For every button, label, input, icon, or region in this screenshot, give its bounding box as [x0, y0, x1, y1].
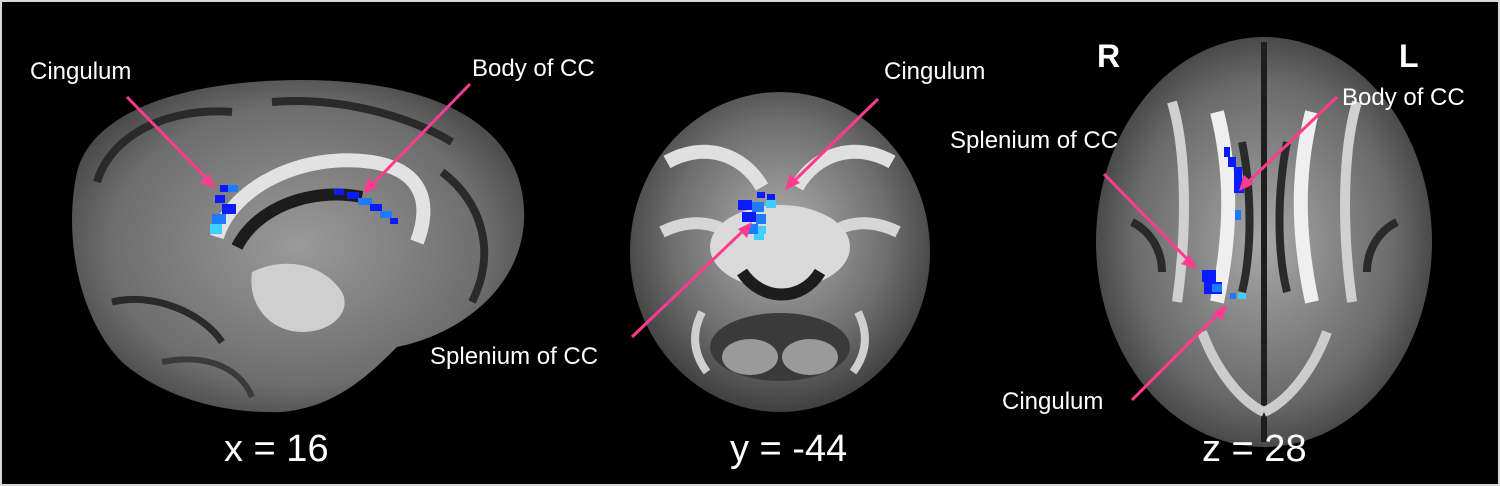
arrow-sagittal-body-cc — [368, 82, 472, 189]
orientation-right-label: R — [1097, 38, 1121, 74]
coordinate-label-coronal: y = -44 — [730, 428, 848, 470]
label-axial-body-cc: Body of CC — [1342, 84, 1465, 111]
arrow-axial-cingulum — [1130, 310, 1222, 402]
arrow-coronal-splenium — [630, 227, 747, 339]
label-axial-splenium: Splenium of CC — [950, 127, 1119, 154]
arrow-axial-splenium — [1102, 172, 1192, 264]
coordinate-label-sagittal: x = 16 — [224, 428, 329, 470]
orientation-left-label: L — [1399, 38, 1419, 74]
coordinate-label-axial: z = 28 — [1202, 428, 1307, 470]
annotation-arrows — [125, 82, 1339, 402]
label-sagittal-cingulum: Cingulum — [30, 58, 132, 85]
sagittal-slice — [72, 80, 525, 413]
arrow-axial-body-cc — [1244, 95, 1339, 186]
label-coronal-splenium: Splenium of CC — [430, 343, 599, 370]
axial-slice — [1096, 37, 1432, 447]
label-sagittal-body-cc: Body of CC — [472, 55, 595, 82]
arrow-sagittal-cingulum — [125, 95, 212, 184]
coronal-slice — [630, 92, 930, 412]
arrow-coronal-cingulum — [790, 97, 880, 185]
label-coronal-cingulum: Cingulum — [884, 58, 986, 85]
label-axial-cingulum: Cingulum — [1002, 388, 1104, 415]
